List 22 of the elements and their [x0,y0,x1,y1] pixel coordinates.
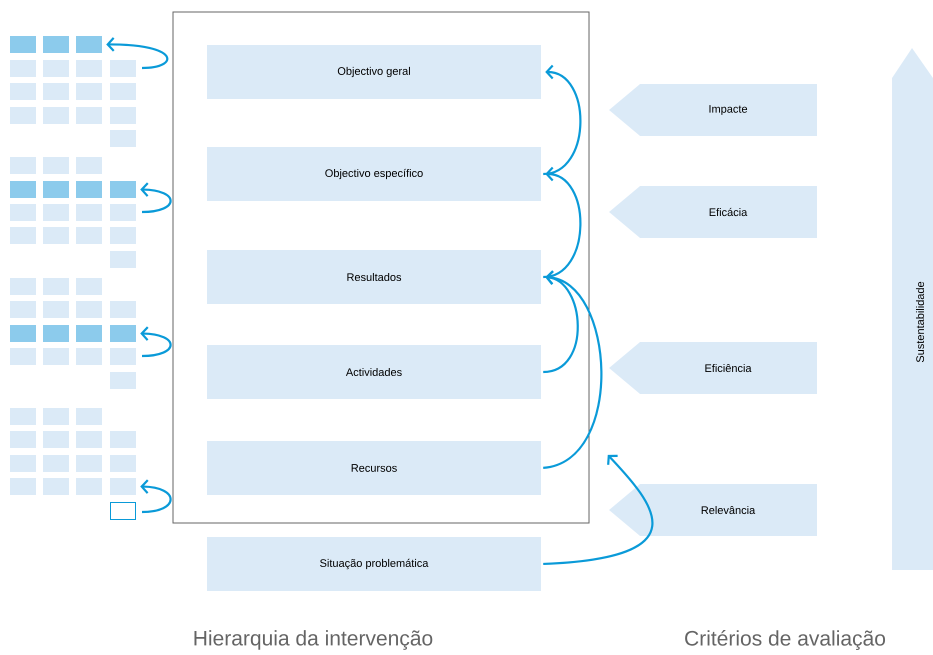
section-caption: Hierarquia da intervenção [194,630,432,650]
curved-arrow [140,479,172,514]
curved-arrow [543,64,582,176]
level-box: Recursos [207,441,541,495]
curved-arrow [543,270,579,374]
section-caption: Critérios de avaliação [685,630,886,650]
frame-box [172,12,590,524]
curved-arrow [106,37,168,70]
curved-arrow [140,182,172,214]
level-box: Actividades [207,345,541,399]
curved-arrow [543,166,582,278]
level-box: Resultados [207,250,541,304]
level-box: Objectivo geral [207,45,541,99]
curved-arrow [543,454,654,566]
highlighted-row [10,181,136,198]
curved-arrow [140,326,172,358]
highlighted-row [10,36,102,53]
level-box: Situação problemática [207,537,541,591]
curved-arrow [542,270,602,469]
highlighted-row [10,478,136,495]
level-box: Objectivo específico [207,147,541,201]
highlighted-row [10,325,136,342]
